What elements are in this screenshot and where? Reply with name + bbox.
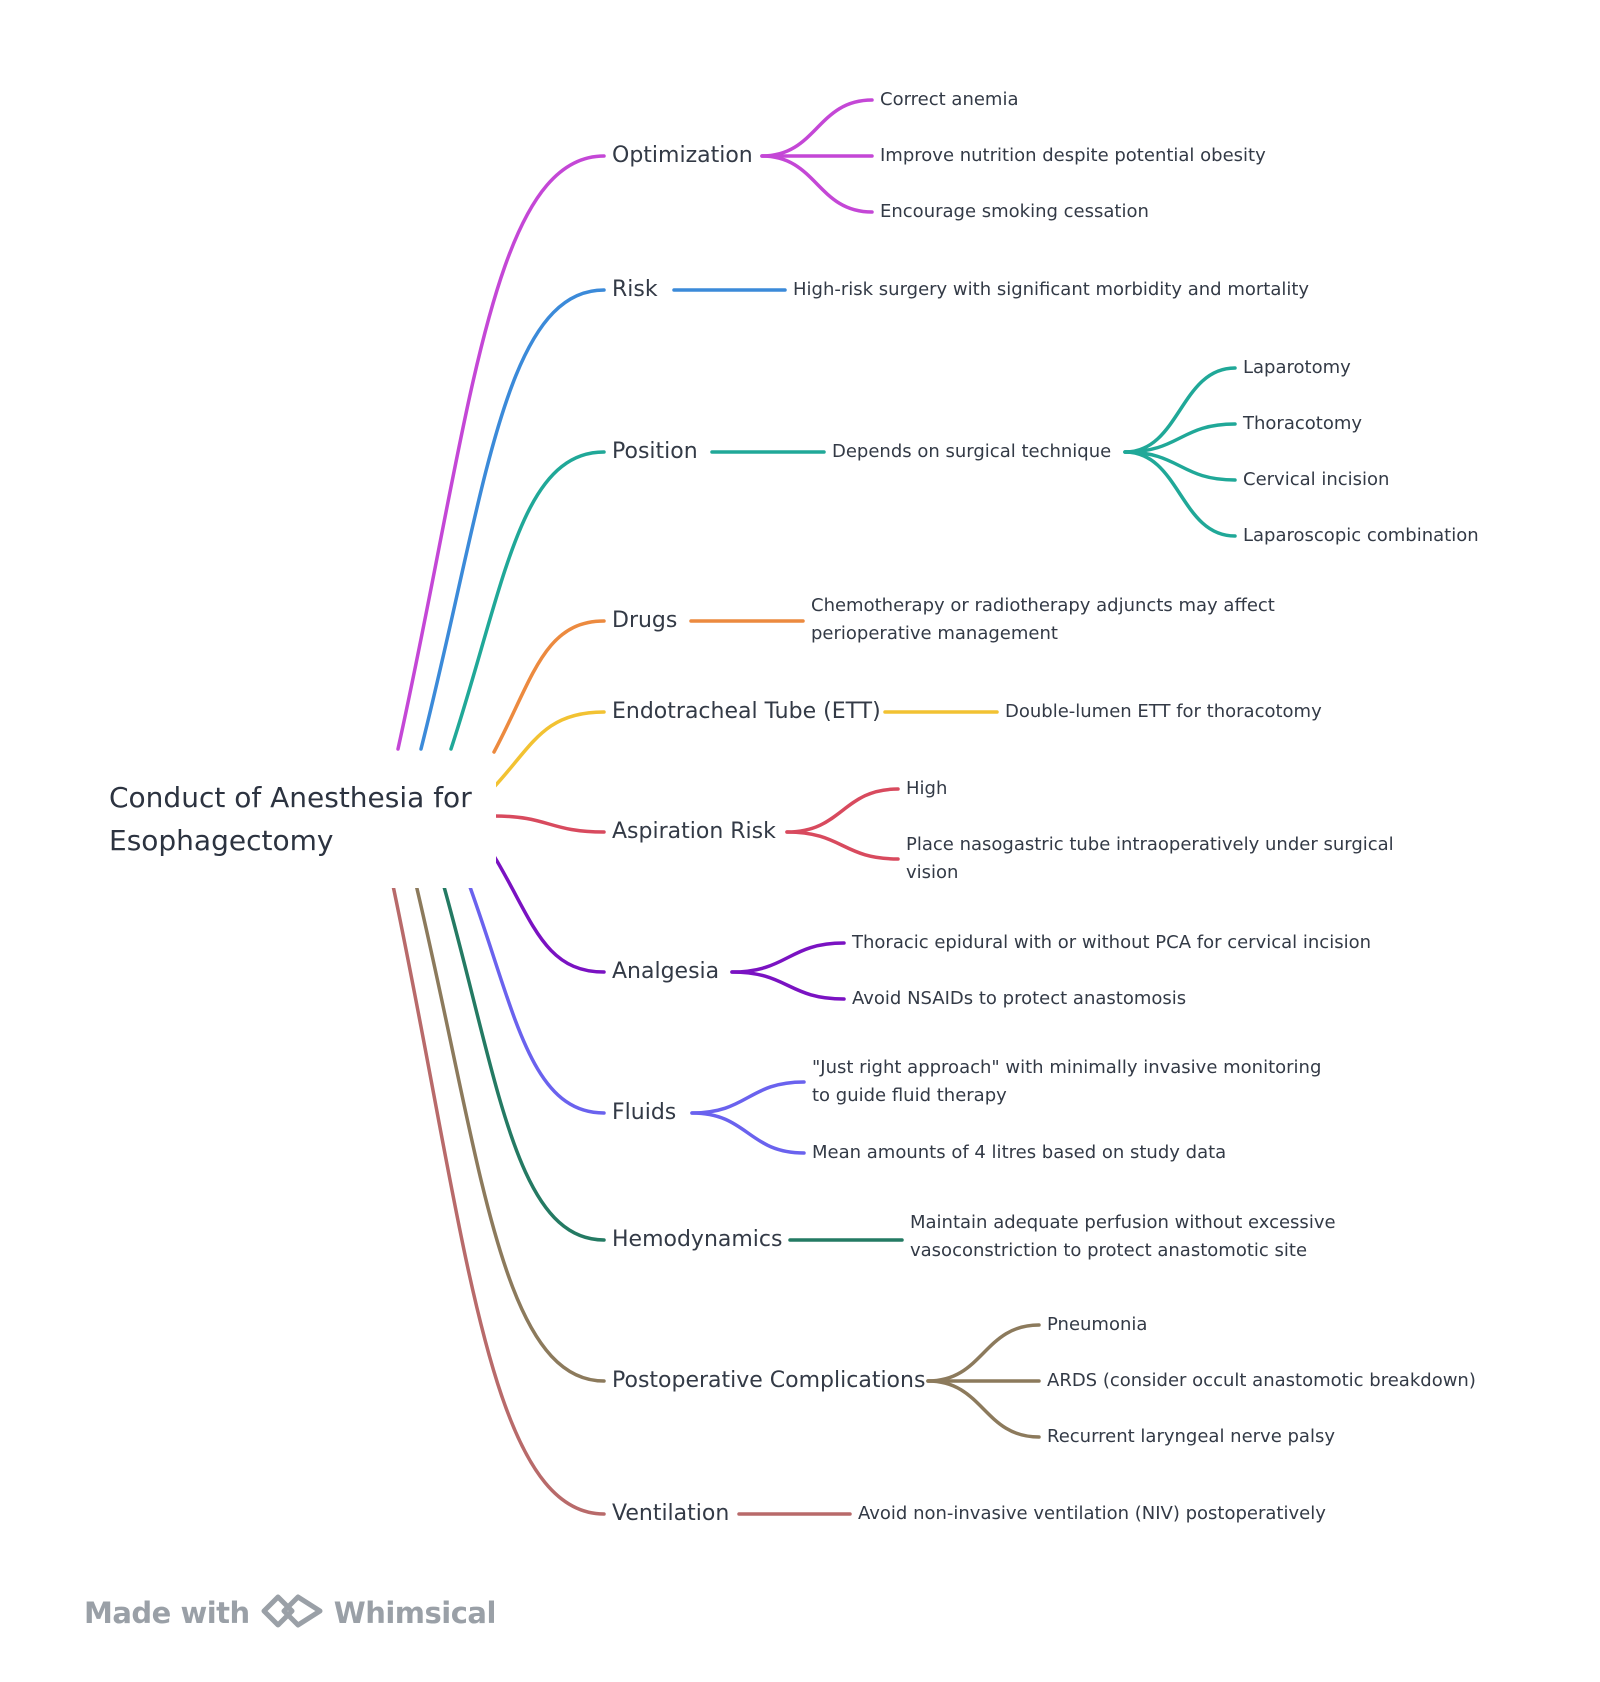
connector-optimization-smoking	[760, 154, 874, 214]
leaf-ards[interactable]: ARDS (consider occult anastomotic breakd…	[1047, 1370, 1476, 1391]
branch-ett[interactable]: Endotracheal Tube (ETT)	[612, 699, 881, 724]
leaf-pneumonia[interactable]: Pneumonia	[1047, 1314, 1148, 1335]
connector-fluids-just-right	[690, 1080, 806, 1115]
branch-drugs[interactable]: Drugs	[612, 608, 678, 633]
root-title: Conduct of Anesthesia for Esophagectomy	[109, 781, 472, 857]
connector-aspiration-high	[785, 787, 900, 834]
branch-analgesia[interactable]: Analgesia	[612, 959, 720, 984]
leaf-depends-surgical-technique[interactable]: Depends on surgical technique	[832, 441, 1112, 462]
leaf-just-right-approach[interactable]: "Just right approach" with minimally inv…	[812, 1057, 1322, 1106]
leaf-double-lumen-ett[interactable]: Double-lumen ETT for thoracotomy	[1005, 701, 1322, 722]
root-node[interactable]	[86, 758, 496, 888]
connector-root-risk	[419, 288, 606, 751]
branch-aspiration-risk[interactable]: Aspiration Risk	[612, 819, 776, 844]
leaf-mean-amounts[interactable]: Mean amounts of 4 litres based on study …	[812, 1142, 1227, 1163]
connector-optimization-anemia	[760, 98, 874, 158]
leaf-high-risk-surgery[interactable]: High-risk surgery with significant morbi…	[793, 279, 1310, 300]
connector-analgesia-nsaids	[730, 970, 846, 1001]
made-with-text: Made with	[84, 1596, 250, 1630]
connector-fluids-mean	[690, 1111, 806, 1155]
connector-technique-thoracotomy	[1123, 422, 1237, 454]
connector-postop-palsy	[926, 1379, 1041, 1439]
connector-root-fluids	[464, 874, 606, 1115]
connector-root-postop	[412, 874, 606, 1383]
connector-root-analgesia	[492, 854, 606, 974]
branch-hemodynamics[interactable]: Hemodynamics	[612, 1227, 783, 1252]
leaf-correct-anemia[interactable]: Correct anemia	[880, 89, 1019, 110]
branch-optimization[interactable]: Optimization	[612, 143, 753, 168]
leaf-improve-nutrition[interactable]: Improve nutrition despite potential obes…	[880, 145, 1266, 166]
leaf-thoracotomy[interactable]: Thoracotomy	[1243, 413, 1363, 434]
leaf-smoking-cessation[interactable]: Encourage smoking cessation	[880, 201, 1149, 222]
connector-root-ett	[492, 710, 606, 789]
connector-root-drugs	[492, 619, 606, 754]
branch-position[interactable]: Position	[612, 439, 698, 464]
branch-ventilation[interactable]: Ventilation	[612, 1501, 730, 1526]
connector-root-optimization	[396, 154, 606, 751]
leaf-thoracic-epidural[interactable]: Thoracic epidural with or without PCA fo…	[852, 932, 1371, 953]
leaf-laryngeal-nerve-palsy[interactable]: Recurrent laryngeal nerve palsy	[1047, 1426, 1335, 1447]
branch-risk[interactable]: Risk	[612, 277, 658, 302]
leaf-cervical-incision[interactable]: Cervical incision	[1243, 469, 1390, 490]
made-with-whimsical-footer[interactable]: Made with Whimsical	[84, 1587, 496, 1639]
connector-analgesia-epidural	[730, 941, 846, 974]
leaf-laparoscopic-combination[interactable]: Laparoscopic combination	[1243, 525, 1479, 546]
connector-root-hemodynamics	[439, 874, 606, 1242]
connector-postop-pneumonia	[926, 1323, 1041, 1383]
leaf-aspiration-high[interactable]: High	[906, 778, 948, 799]
connector-root-aspiration	[492, 814, 606, 834]
connector-technique-laparotomy	[1123, 366, 1237, 454]
branch-fluids[interactable]: Fluids	[612, 1100, 677, 1125]
leaf-nasogastric-tube[interactable]: Place nasogastric tube intraoperatively …	[906, 834, 1394, 883]
leaf-laparotomy[interactable]: Laparotomy	[1243, 357, 1351, 378]
connector-root-position	[449, 450, 606, 751]
whimsical-brand-text: Whimsical	[333, 1596, 497, 1630]
leaf-avoid-niv[interactable]: Avoid non-invasive ventilation (NIV) pos…	[858, 1503, 1326, 1524]
whimsical-logo-icon	[260, 1589, 324, 1637]
leaf-chemo-radiotherapy[interactable]: Chemotherapy or radiotherapy adjuncts ma…	[811, 595, 1275, 644]
leaf-avoid-nsaids[interactable]: Avoid NSAIDs to protect anastomosis	[852, 988, 1187, 1009]
connector-root-ventilation	[389, 874, 606, 1516]
branch-postoperative-complications[interactable]: Postoperative Complications	[612, 1368, 926, 1393]
leaf-maintain-perfusion[interactable]: Maintain adequate perfusion without exce…	[910, 1212, 1336, 1261]
connector-aspiration-ngt	[785, 830, 900, 861]
connector-technique-laparoscopic	[1123, 450, 1237, 538]
